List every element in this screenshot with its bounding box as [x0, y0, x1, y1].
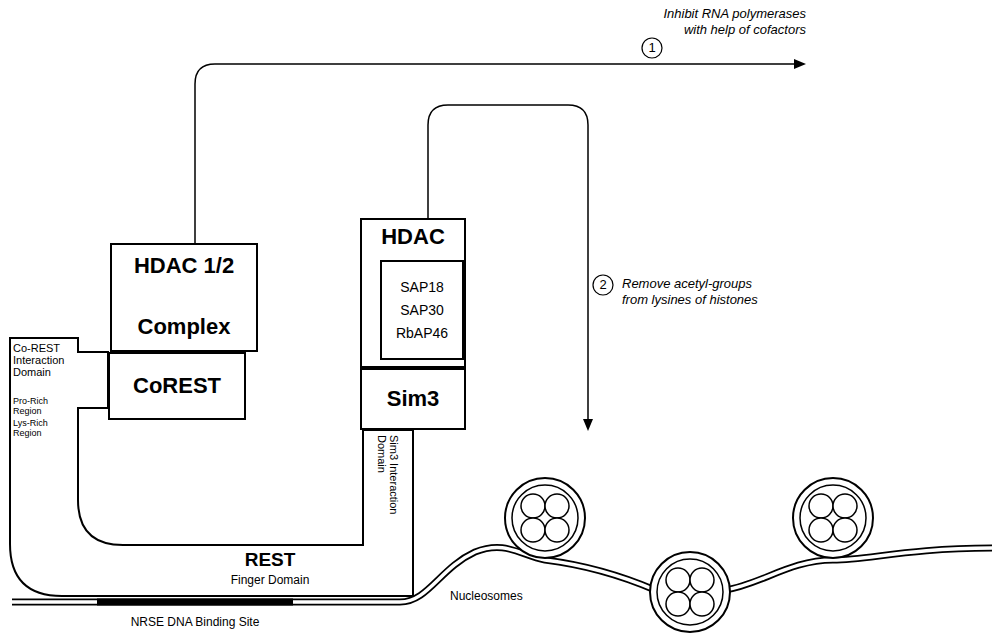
enzyme-box: HDAC SAP18SAP30RbAP46 — [360, 218, 466, 368]
histone — [690, 592, 714, 616]
box-label: Complex — [138, 314, 231, 340]
site-label: NRSE DNA Binding Site — [92, 615, 298, 629]
dna-wrap — [657, 559, 723, 625]
protein-name: REST — [180, 549, 360, 571]
histone — [809, 494, 833, 518]
nucleosome-outline — [793, 478, 873, 558]
callout-circle — [642, 38, 662, 58]
histone — [545, 494, 569, 518]
histone — [833, 518, 857, 542]
box-label: CoREST — [133, 373, 221, 399]
nucleosome-outline — [505, 478, 585, 558]
dna-wrap — [800, 485, 866, 551]
callout-circle — [593, 275, 613, 295]
box-label: SAP30 — [400, 302, 444, 319]
region-label: Pro-Rich Region — [13, 396, 59, 416]
histone — [521, 518, 545, 542]
complex-box: HDAC 1/2Complex — [110, 243, 258, 352]
histone — [690, 568, 714, 592]
arrow-head — [583, 419, 593, 431]
box-label: Sim3 — [387, 386, 440, 412]
box-label: HDAC 1/2 — [134, 253, 234, 279]
domain-label: Sim3 Interaction Domain — [376, 435, 400, 531]
nucleosome — [505, 478, 585, 558]
callout-number: 1 — [642, 39, 662, 57]
nucleosome — [650, 552, 730, 632]
histone — [833, 494, 857, 518]
process-arrow — [428, 105, 588, 420]
annotation: Remove acetyl-groups from lysines of his… — [622, 276, 772, 308]
arrow-head — [794, 59, 806, 69]
annotation: Inhibit RNA polymerases with help of cof… — [646, 6, 806, 38]
dna-wrap — [512, 485, 578, 551]
structure-label: Nucleosomes — [450, 589, 540, 603]
callout-number: 2 — [593, 276, 613, 294]
process-arrow — [195, 64, 796, 243]
protein-outline-path — [10, 338, 413, 596]
subunit-box: SAP18SAP30RbAP46 — [380, 260, 464, 360]
corepressor-box: CoREST — [108, 352, 246, 420]
box-label: SAP18 — [400, 279, 444, 296]
nucleosome-outline — [650, 552, 730, 632]
region-label: Lys-Rich Region — [13, 418, 59, 438]
domain-label: Finger Domain — [180, 573, 360, 587]
histone — [666, 568, 690, 592]
box-label: RbAP46 — [396, 325, 448, 342]
histone — [809, 518, 833, 542]
histone — [521, 494, 545, 518]
histone — [666, 592, 690, 616]
binding-site-bar — [97, 599, 293, 606]
nucleosome — [793, 478, 873, 558]
box-label: HDAC — [381, 224, 445, 250]
corepressor-box: Sim3 — [360, 368, 466, 430]
domain-label: Co-REST Interaction Domain — [13, 342, 75, 378]
histone — [545, 518, 569, 542]
